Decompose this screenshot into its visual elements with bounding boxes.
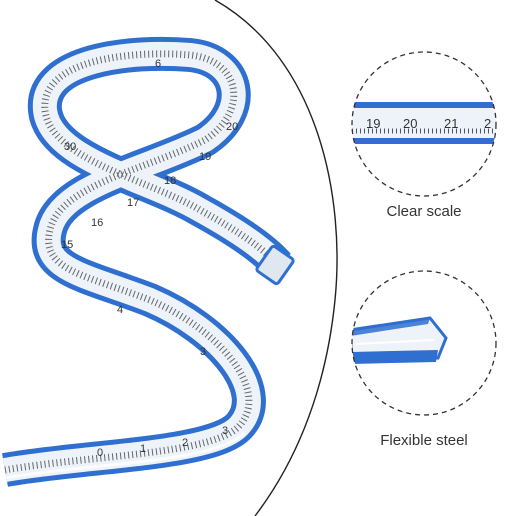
ruler-number: 30: [64, 141, 76, 153]
ruler-number: 4: [117, 304, 123, 316]
ruler-number: 6: [155, 58, 161, 70]
ruler-number: 3: [200, 346, 206, 358]
ruler-number: 19: [199, 151, 211, 163]
ruler-number: 0: [97, 447, 103, 459]
ruler-number: 18: [164, 175, 176, 187]
flexible-curve-ruler: 6 30 20 19 18 17 16 15 4 3 0 1 2 3: [2, 36, 295, 487]
ruler-number: 16: [91, 217, 103, 229]
dashed-circle: [351, 51, 497, 197]
flexible-steel-caption: Flexible steel: [380, 432, 468, 449]
clear-scale-caption: Clear scale: [386, 203, 462, 220]
detail-scale-number: 21: [444, 116, 458, 131]
divider-arc: [214, 0, 338, 516]
clear-scale-detail: 19 20 21 2: [351, 51, 497, 197]
ruler-number: 17: [127, 197, 139, 209]
dashed-circle: [351, 270, 497, 416]
ruler-number: 1: [140, 443, 146, 455]
detail-scale-number: 20: [403, 116, 417, 131]
flexible-steel-detail: [351, 270, 497, 416]
ruler-number: 3: [222, 425, 228, 437]
ruler-number: 2: [182, 437, 188, 449]
detail-scale-number: 19: [366, 116, 380, 131]
detail-scale-number: 2: [484, 116, 491, 131]
ruler-number: 15: [61, 239, 73, 251]
ruler-number: 20: [226, 121, 238, 133]
